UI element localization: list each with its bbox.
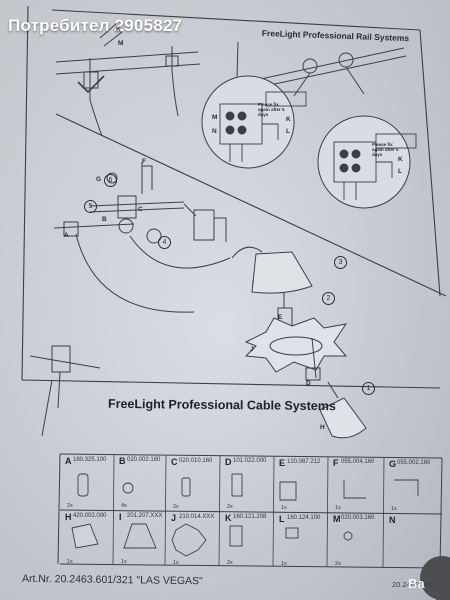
label-j: J [250,346,254,353]
part-code: 055.002.160 [397,460,431,466]
part-cell-m: M 020.003.160 2x [332,514,388,568]
part-cell-c: C 020.010.160 2x [170,457,224,511]
label-k: K [116,26,121,33]
part-letter: G [389,459,397,469]
callout-2: 2 [322,292,335,305]
part-qty: 1x [281,561,287,567]
article-number: Art.Nr. 20.2463.601/321 "LAS VEGAS" [21,572,203,588]
part-code: 160.124.100 [287,515,321,521]
part-qty: 2x [173,504,179,510]
part-letter: N [389,515,396,525]
part-qty: 1x [391,506,397,512]
store-logo-icon: Ba [408,576,425,591]
part-qty: 1x [67,559,73,565]
article-code: 20.2463.300 [392,580,434,589]
part-code: 201.207.XXX [127,513,163,519]
label-e: E [278,314,283,321]
callout-3: 3 [334,256,347,269]
label-g: G [96,176,102,183]
wiring-label-m: M [212,114,218,121]
part-code: 020.003.160 [341,515,375,521]
part-cell-e: E 120.087.212 1x [278,458,332,512]
part-qty: 2x [335,561,341,567]
part-code: 120.087.212 [287,459,321,465]
part-qty: 4x [121,503,127,509]
part-letter: C [171,457,178,467]
wiring-label-l: L [286,128,290,135]
part-cell-h: H 420.002.000 1x [64,512,118,566]
part-cell-f: F 055.004.160 1x [332,458,388,512]
part-letter: H [65,512,72,522]
part-qty: 1x [281,505,287,511]
part-code: 180.325.100 [73,457,107,463]
part-letter: K [225,513,232,523]
part-code: 101.022.000 [233,458,267,464]
part-code: 020.002.160 [127,457,161,463]
part-cell-a: A 180.325.100 2x [64,456,118,510]
part-qty: 2x [67,503,73,509]
part-code: 210.014.XXX [179,514,215,520]
part-code: 055.004.160 [341,459,375,465]
callout-4: 4 [158,236,171,249]
label-i: I [252,280,254,287]
part-cell-b: B 020.002.160 4x [118,456,170,510]
label-c: C [138,206,143,213]
wiring-label-l2: L [398,168,402,175]
label-h: H [320,424,325,431]
part-code: 020.010.160 [179,458,213,464]
part-letter: I [119,512,122,522]
part-cell-l: L 160.124.100 1x [278,514,332,568]
svg-text:Ba: Ba [408,576,425,591]
part-letter: E [279,458,286,468]
part-letter: F [333,458,339,468]
part-qty: 1x [173,560,179,566]
part-cell-j: J 210.014.XXX 1x [170,513,224,567]
wiring-label-k: K [286,116,291,123]
part-qty: 1x [121,559,127,565]
wiring-note-2: Please fix again after 5 days [372,142,399,157]
part-cell-d: D 101.022.000 2x [224,457,278,511]
callout-6: 6 [104,174,117,187]
callout-1: 1 [362,382,375,395]
part-code: 160.121.208 [233,514,267,520]
part-qty: 2x [227,504,233,510]
part-letter: D [225,457,232,467]
label-d: D [306,380,311,387]
label-b: B [102,216,107,223]
part-qty: 1x [335,505,341,511]
cable-systems-title: FreeLight Professional Cable Systems [107,396,336,414]
part-cell-i: I 201.207.XXX 1x [118,512,170,566]
part-qty: 2x [227,560,233,566]
part-cell-k: K 160.121.208 2x [224,513,278,567]
wiring-label-k2: K [398,156,403,163]
part-letter: B [119,456,126,466]
part-letter: A [65,456,72,466]
callout-5: 5 [84,200,97,213]
part-cell-n: N [388,515,446,569]
label-m: M [118,40,124,47]
watermark-text: Потребител 2905827 [8,16,183,35]
label-f: F [142,158,146,165]
part-letter: M [333,514,341,524]
wiring-note-1: Please fix again after 5 days [258,102,285,117]
wiring-label-n: N [212,128,217,135]
parts-grid: A 180.325.100 2x B 020.002.160 4x C 020.… [62,454,450,572]
label-a: A [64,232,69,239]
part-cell-g: G 055.002.160 1x [388,459,446,513]
part-letter: J [171,513,177,523]
part-letter: L [279,514,285,524]
part-code: 420.002.000 [73,513,107,519]
